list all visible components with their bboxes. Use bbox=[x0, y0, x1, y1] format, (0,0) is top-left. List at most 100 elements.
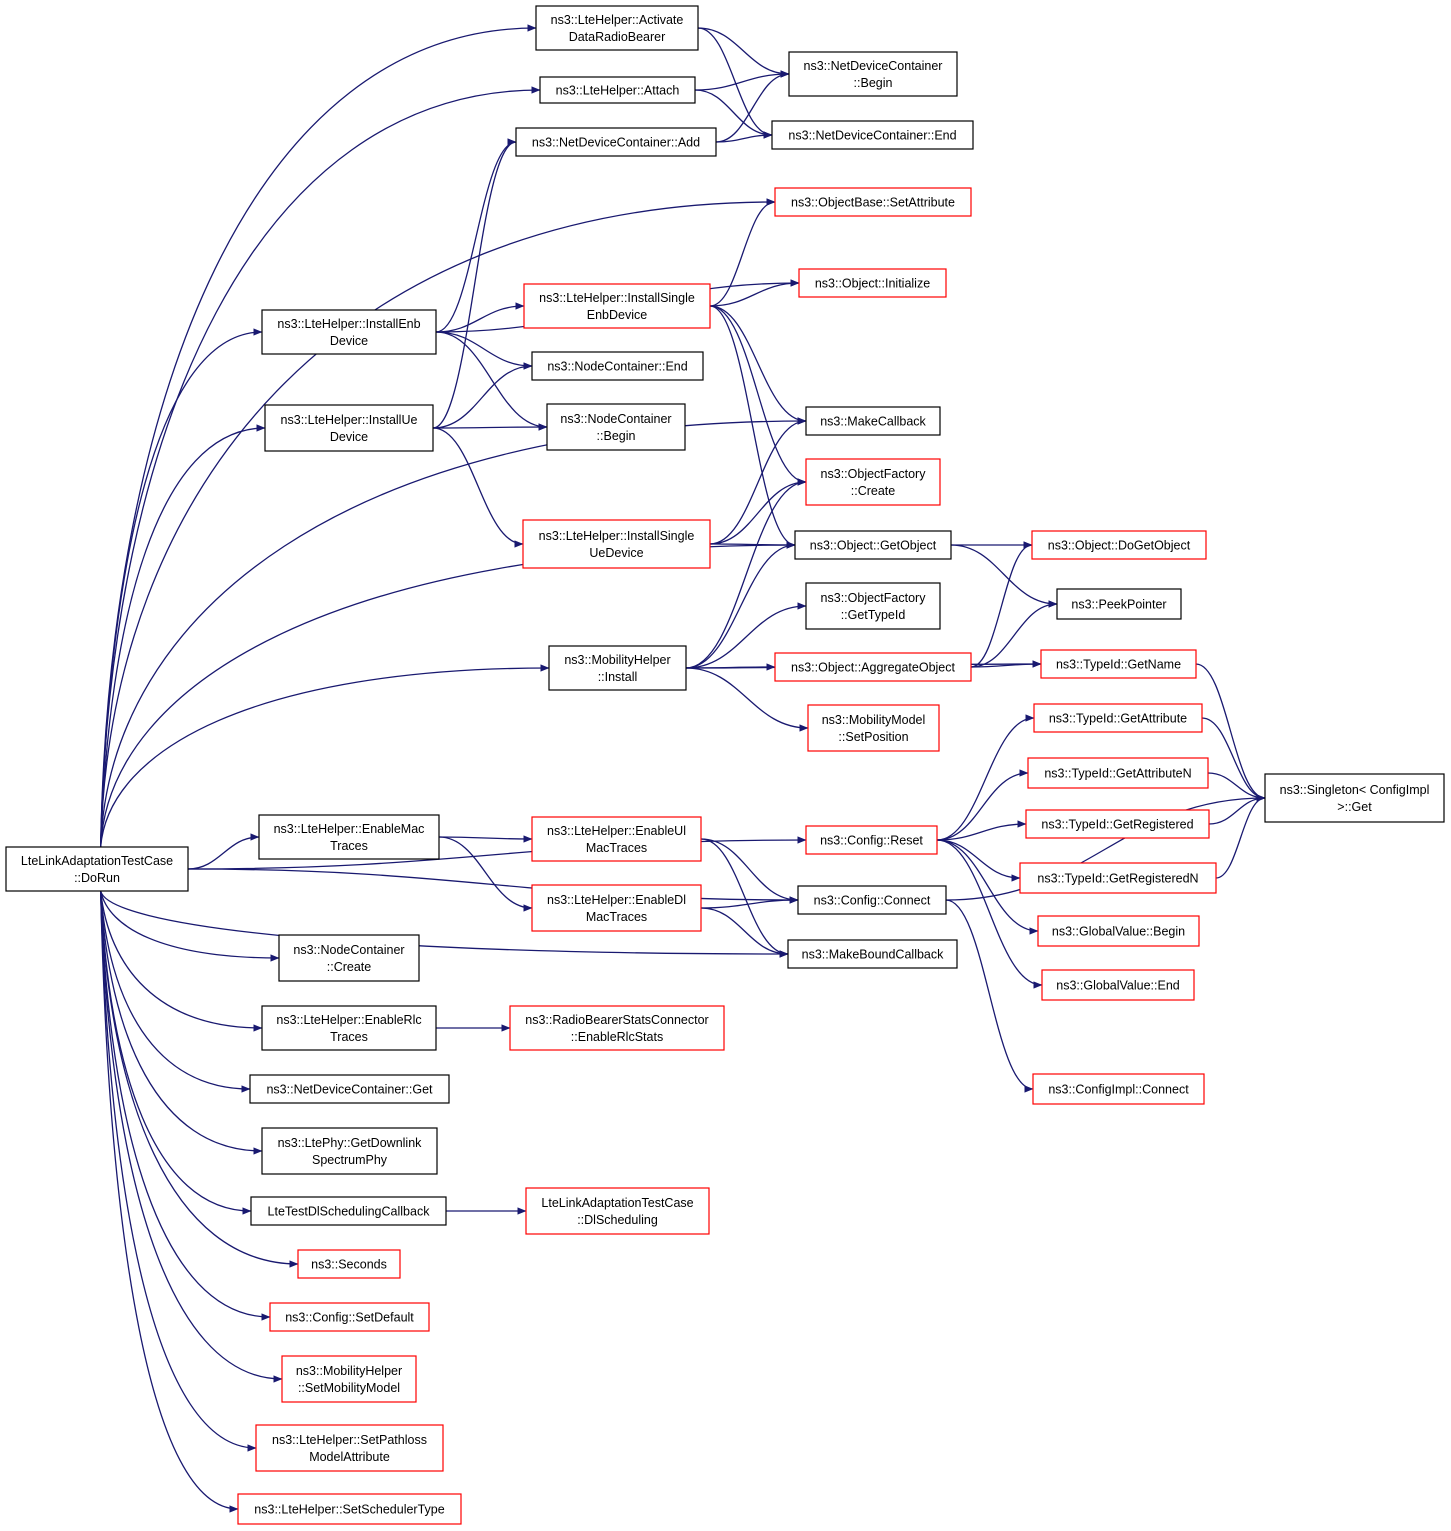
node-label-line: ns3::NodeContainer::End bbox=[547, 360, 687, 374]
node-label-line: ::Create bbox=[851, 484, 896, 498]
node-nc-create[interactable]: ns3::NodeContainer::Create bbox=[278, 934, 420, 982]
call-edge-root-to-en_mac bbox=[187, 833, 260, 870]
node-label-line: LteLinkAdaptationTestCase bbox=[541, 1196, 693, 1210]
node-ndc-begin[interactable]: ns3::NetDeviceContainer::Begin bbox=[788, 51, 958, 97]
node-config-reset[interactable]: ns3::Config::Reset bbox=[805, 825, 938, 855]
call-edge-en_dlmac-to-config_connect bbox=[700, 896, 799, 909]
node-mob-install[interactable]: ns3::MobilityHelper::Install bbox=[548, 645, 687, 691]
call-edge-root-to-getobject bbox=[99, 541, 796, 848]
node-seconds[interactable]: ns3::Seconds bbox=[297, 1249, 401, 1279]
node-box bbox=[535, 5, 699, 51]
node-label-line: LteTestDlSchedulingCallback bbox=[268, 1205, 431, 1219]
node-gv-begin[interactable]: ns3::GlobalValue::Begin bbox=[1037, 915, 1200, 947]
node-label-line: ns3::LteHelper::InstallUe bbox=[281, 413, 418, 427]
node-label-line: DataRadioBearer bbox=[569, 30, 666, 44]
call-edge-activate-to-ndc_begin bbox=[697, 27, 790, 78]
call-edge-inst_ue-to-ndc_add bbox=[432, 138, 517, 429]
node-getobject[interactable]: ns3::Object::GetObject bbox=[794, 530, 952, 560]
node-singleton[interactable]: ns3::Singleton< ConfigImpl>::Get bbox=[1264, 773, 1445, 823]
node-box bbox=[261, 1005, 437, 1051]
node-rbsc-rlc[interactable]: ns3::RadioBearerStatsConnector::EnableRl… bbox=[509, 1005, 725, 1051]
node-label-line: ns3::MobilityHelper bbox=[564, 653, 670, 667]
node-ndc-add[interactable]: ns3::NetDeviceContainer::Add bbox=[515, 127, 717, 157]
node-mm-setpos[interactable]: ns3::MobilityModel::SetPosition bbox=[807, 704, 940, 752]
node-tid-getattrn[interactable]: ns3::TypeId::GetAttributeN bbox=[1027, 757, 1209, 789]
node-box bbox=[805, 582, 941, 630]
node-label-line: UeDevice bbox=[589, 546, 643, 560]
node-box bbox=[250, 1196, 447, 1226]
node-label-line: ns3::NodeContainer bbox=[293, 943, 404, 957]
node-configimpl-connect[interactable]: ns3::ConfigImpl::Connect bbox=[1032, 1073, 1205, 1105]
node-label-line: ns3::Config::Connect bbox=[814, 894, 931, 908]
node-box bbox=[774, 187, 972, 217]
call-edge-mob_install-to-mm_setpos bbox=[685, 667, 809, 732]
node-box bbox=[788, 51, 958, 97]
node-label-line: ns3::TypeId::GetAttribute bbox=[1049, 712, 1187, 726]
node-aggregate[interactable]: ns3::Object::AggregateObject bbox=[774, 652, 972, 682]
call-edge-root-to-ndc_get bbox=[99, 890, 251, 1093]
node-box bbox=[798, 268, 947, 298]
call-edge-inst_single_enb-to-getobject bbox=[709, 305, 796, 549]
node-config-connect[interactable]: ns3::Config::Connect bbox=[797, 885, 947, 915]
node-gv-end[interactable]: ns3::GlobalValue::End bbox=[1041, 969, 1195, 1001]
node-label-line: ns3::NetDeviceContainer::End bbox=[788, 129, 956, 143]
node-of-typeid[interactable]: ns3::ObjectFactory::GetTypeId bbox=[805, 582, 941, 630]
call-edge-ndc_add-to-ndc_end bbox=[715, 131, 773, 143]
node-set-pathloss[interactable]: ns3::LteHelper::SetPathlossModelAttribut… bbox=[255, 1424, 444, 1472]
node-set-sched[interactable]: ns3::LteHelper::SetSchedulerType bbox=[237, 1493, 462, 1525]
node-tid-getregn[interactable]: ns3::TypeId::GetRegisteredN bbox=[1019, 862, 1217, 894]
node-ndc-end[interactable]: ns3::NetDeviceContainer::End bbox=[771, 120, 974, 150]
node-box bbox=[1037, 915, 1200, 947]
node-of-create[interactable]: ns3::ObjectFactory::Create bbox=[805, 458, 941, 506]
call-edge-config_connect-to-configimpl_connect bbox=[945, 899, 1034, 1093]
node-lte-test-dl[interactable]: LteTestDlSchedulingCallback bbox=[250, 1196, 447, 1226]
node-root[interactable]: LteLinkAdaptationTestCase::DoRun bbox=[5, 846, 189, 892]
node-label-line: ::EnableRlcStats bbox=[571, 1030, 663, 1044]
node-dogetobject[interactable]: ns3::Object::DoGetObject bbox=[1031, 530, 1207, 560]
call-edge-config_reset-to-tid_getreg bbox=[936, 820, 1027, 841]
call-edge-config_connect-to-singleton bbox=[945, 794, 1266, 901]
call-edge-attach-to-ndc_end bbox=[694, 89, 773, 139]
node-box bbox=[1019, 862, 1217, 894]
node-box bbox=[774, 652, 972, 682]
node-tid-getname[interactable]: ns3::TypeId::GetName bbox=[1040, 649, 1197, 679]
call-edge-aggregate-to-peekptr bbox=[970, 600, 1058, 668]
node-makeboundcb[interactable]: ns3::MakeBoundCallback bbox=[787, 939, 958, 969]
call-edge-en_ulmac-to-config_connect bbox=[700, 838, 799, 904]
node-tid-getattr[interactable]: ns3::TypeId::GetAttribute bbox=[1033, 703, 1203, 733]
node-tid-getreg[interactable]: ns3::TypeId::GetRegistered bbox=[1025, 809, 1210, 839]
node-label-line: ns3::Seconds bbox=[311, 1258, 387, 1272]
node-obj-init[interactable]: ns3::Object::Initialize bbox=[798, 268, 947, 298]
call-edge-aggregate-to-tid_getname bbox=[970, 660, 1042, 668]
node-attach[interactable]: ns3::LteHelper::Attach bbox=[539, 76, 696, 104]
node-label-line: ns3::ConfigImpl::Connect bbox=[1048, 1083, 1189, 1097]
call-edge-en_ulmac-to-makeboundcb bbox=[700, 838, 789, 958]
node-config-setdef[interactable]: ns3::Config::SetDefault bbox=[269, 1302, 430, 1332]
call-edge-root-to-inst_ue bbox=[99, 424, 266, 848]
node-mob-setmodel[interactable]: ns3::MobilityHelper::SetMobilityModel bbox=[281, 1355, 417, 1403]
node-lla-dlsched[interactable]: LteLinkAdaptationTestCase::DlScheduling bbox=[525, 1187, 710, 1235]
call-edge-root-to-config_setdef bbox=[99, 890, 271, 1321]
node-nc-begin[interactable]: ns3::NodeContainer::Begin bbox=[546, 403, 686, 451]
call-edge-activate-to-ndc_end bbox=[697, 27, 773, 139]
call-edge-en_mac-to-en_ulmac bbox=[438, 835, 533, 843]
node-label-line: ::Create bbox=[327, 960, 372, 974]
node-label-line: ns3::PeekPointer bbox=[1071, 598, 1166, 612]
node-nc-end[interactable]: ns3::NodeContainer::End bbox=[531, 351, 704, 381]
node-box bbox=[531, 351, 704, 381]
node-peekptr[interactable]: ns3::PeekPointer bbox=[1056, 588, 1182, 620]
node-ob-setattr[interactable]: ns3::ObjectBase::SetAttribute bbox=[774, 187, 972, 217]
node-makecb[interactable]: ns3::MakeCallback bbox=[805, 406, 941, 436]
call-edge-config_reset-to-gv_end bbox=[936, 839, 1043, 989]
node-ndc-get[interactable]: ns3::NetDeviceContainer::Get bbox=[249, 1074, 450, 1104]
